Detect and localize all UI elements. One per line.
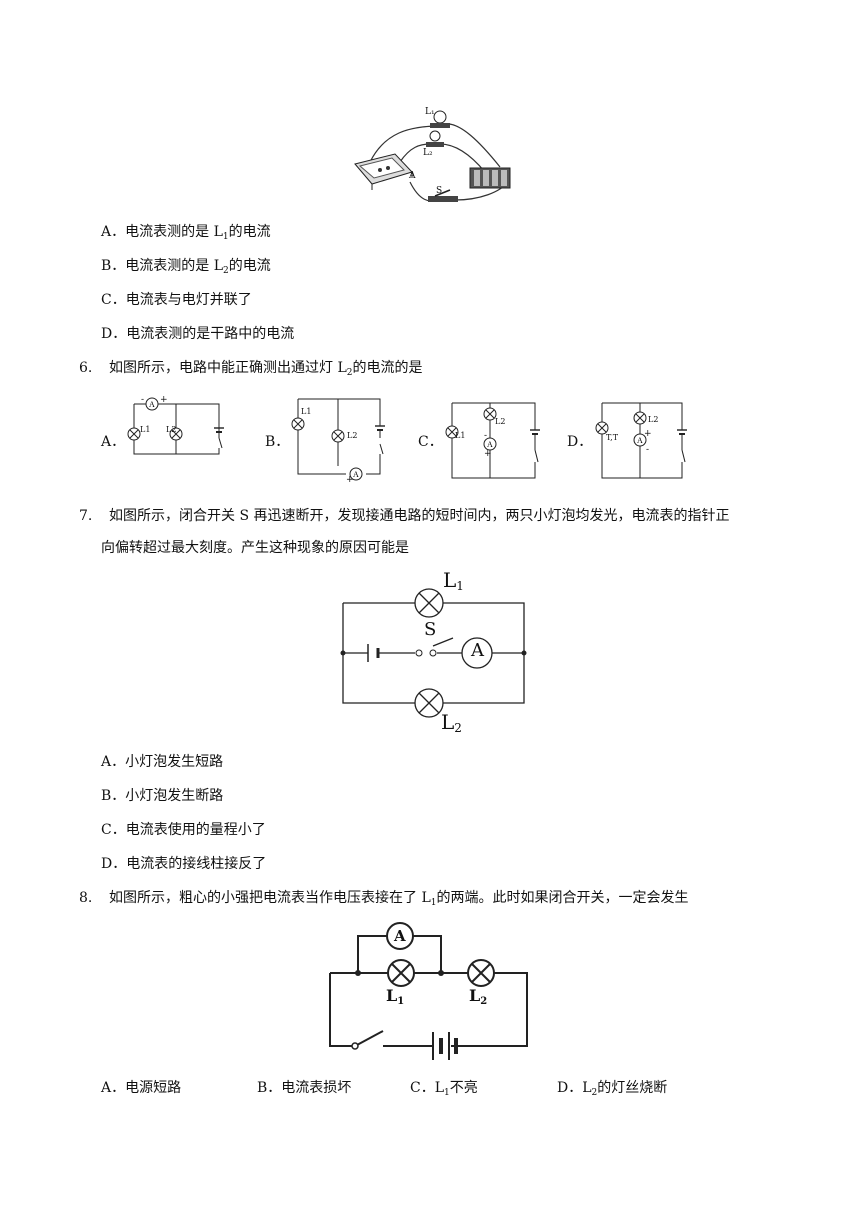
bulb-l1-icon bbox=[430, 110, 450, 128]
q6-letter-a[interactable]: A． bbox=[101, 434, 126, 450]
q6b-lamp-l2-icon bbox=[331, 429, 345, 443]
q8-option-a[interactable]: A．电源短路 bbox=[101, 1080, 182, 1096]
q7-label-s: S bbox=[424, 619, 437, 640]
q6d-minus: - bbox=[646, 445, 650, 455]
q8-label-l1: L1 bbox=[386, 986, 405, 1007]
q8-option-c[interactable]: C．L1不亮 bbox=[410, 1080, 478, 1098]
q7-option-b[interactable]: B．小灯泡发生断路 bbox=[101, 788, 224, 804]
q8-label-l2: L2 bbox=[469, 986, 488, 1007]
q5-label-l1: L₁ bbox=[425, 107, 435, 117]
q6d-lamp-l2-icon bbox=[633, 411, 647, 425]
q8-number: 8. bbox=[79, 890, 93, 906]
q5-option-d[interactable]: D．电流表测的是干路中的电流 bbox=[101, 326, 295, 342]
battery-box-icon bbox=[469, 167, 511, 189]
q6d-lamp-l1-icon bbox=[595, 421, 609, 435]
svg-text:A: A bbox=[637, 436, 643, 445]
q7-ammeter-label: A bbox=[471, 640, 484, 661]
q8-ammeter-icon bbox=[386, 922, 414, 950]
q6a-lamp-l1-icon bbox=[127, 427, 141, 441]
q6c-label-l2: L2 bbox=[495, 417, 506, 426]
q7-circuit bbox=[340, 588, 527, 718]
q7-ammeter-icon bbox=[461, 637, 493, 669]
q7-battery-icon bbox=[367, 644, 380, 662]
q6a-minus: - bbox=[141, 395, 145, 405]
q7-label-l2: L2 bbox=[441, 710, 462, 735]
q7-number: 7. bbox=[79, 508, 93, 524]
q6a-label-l1: L1 bbox=[140, 425, 151, 434]
q7-switch-icon bbox=[415, 649, 437, 657]
q7-lamp-l1-icon bbox=[414, 588, 444, 618]
q6d-label-l2: L2 bbox=[648, 415, 659, 424]
q7-question-line1: 如图所示，闭合开关 S 再迅速断开，发现接通电路的短时间内，两只小灯泡均发光，电… bbox=[109, 508, 730, 524]
switch-s-icon bbox=[428, 189, 458, 202]
q6c-ammeter-icon bbox=[483, 437, 497, 451]
q8-option-d[interactable]: D．L2的灯丝烧断 bbox=[557, 1080, 668, 1098]
q8-question: 如图所示，粗心的小强把电流表当作电压表接在了 L1的两端。此时如果闭合开关，一定… bbox=[109, 890, 689, 908]
q5-label-a: A bbox=[409, 171, 416, 181]
q8-lamp-l2-icon bbox=[467, 959, 495, 987]
q6a-lamp-l2-icon bbox=[169, 427, 183, 441]
q6-letter-d[interactable]: D． bbox=[567, 434, 593, 450]
q6c-lamp-l2-icon bbox=[483, 407, 497, 421]
q6d-plus: + bbox=[644, 429, 652, 439]
q7-option-c[interactable]: C．电流表使用的量程小了 bbox=[101, 822, 266, 838]
q6-circuit-a: A bbox=[127, 397, 224, 455]
q6-circuit-d: A bbox=[595, 402, 687, 479]
q7-question-line2: 向偏转超过最大刻度。产生这种现象的原因可能是 bbox=[101, 540, 409, 556]
q6c-label-l1: L1 bbox=[455, 431, 466, 440]
q7-lamp-l2-icon bbox=[414, 688, 444, 718]
q5-label-s: S bbox=[436, 186, 443, 196]
svg-text:A: A bbox=[353, 470, 359, 479]
q6-letter-b[interactable]: B． bbox=[265, 434, 290, 450]
ammeter-device-icon bbox=[354, 153, 413, 190]
q6c-minus: - bbox=[484, 431, 488, 441]
q6b-label-l1: L1 bbox=[301, 407, 312, 416]
q6-question: 如图所示，电路中能正确测出通过灯 L2的电流的是 bbox=[109, 360, 423, 378]
q6b-plus: + bbox=[346, 475, 354, 485]
q6b-ammeter-icon bbox=[349, 467, 363, 481]
q6-number: 6. bbox=[79, 360, 93, 376]
q5-label-l2: L₂ bbox=[423, 148, 433, 158]
q6c-plus: + bbox=[484, 449, 492, 459]
q6-circuit-c: A bbox=[445, 402, 540, 479]
q5-circuit-photo bbox=[354, 110, 511, 202]
q7-option-a[interactable]: A．小灯泡发生短路 bbox=[101, 754, 224, 770]
q6c-lamp-l1-icon bbox=[445, 425, 459, 439]
q6b-lamp-l1-icon bbox=[291, 417, 305, 431]
q6a-plus: + bbox=[160, 395, 168, 405]
q5-option-b[interactable]: B．电流表测的是 L2的电流 bbox=[101, 258, 271, 276]
q8-ammeter-label: A bbox=[394, 927, 406, 945]
q6a-label-l2: L2 bbox=[166, 425, 177, 434]
q6-circuit-b: A bbox=[291, 398, 385, 481]
q6-letter-c[interactable]: C． bbox=[418, 434, 443, 450]
q5-option-a[interactable]: A．电流表测的是 L1的电流 bbox=[101, 224, 271, 242]
svg-text:A: A bbox=[487, 440, 493, 449]
q5-option-c[interactable]: C．电流表与电灯并联了 bbox=[101, 292, 252, 308]
q8-lamp-l1-icon bbox=[387, 959, 415, 987]
q8-option-b[interactable]: B．电流表损坏 bbox=[257, 1080, 352, 1096]
q6a-ammeter-icon bbox=[145, 397, 159, 411]
q6b-label-l2: L2 bbox=[347, 431, 358, 440]
q8-battery-icon bbox=[432, 1032, 458, 1060]
q7-option-d[interactable]: D．电流表的接线柱接反了 bbox=[101, 856, 267, 872]
q7-label-l1: L1 bbox=[443, 568, 464, 593]
bulb-l2-icon bbox=[426, 130, 444, 147]
q6d-label-l1: T,T bbox=[606, 433, 619, 442]
svg-text:A: A bbox=[149, 400, 155, 409]
q8-circuit bbox=[329, 922, 528, 1060]
q6d-ammeter-icon bbox=[633, 433, 647, 447]
